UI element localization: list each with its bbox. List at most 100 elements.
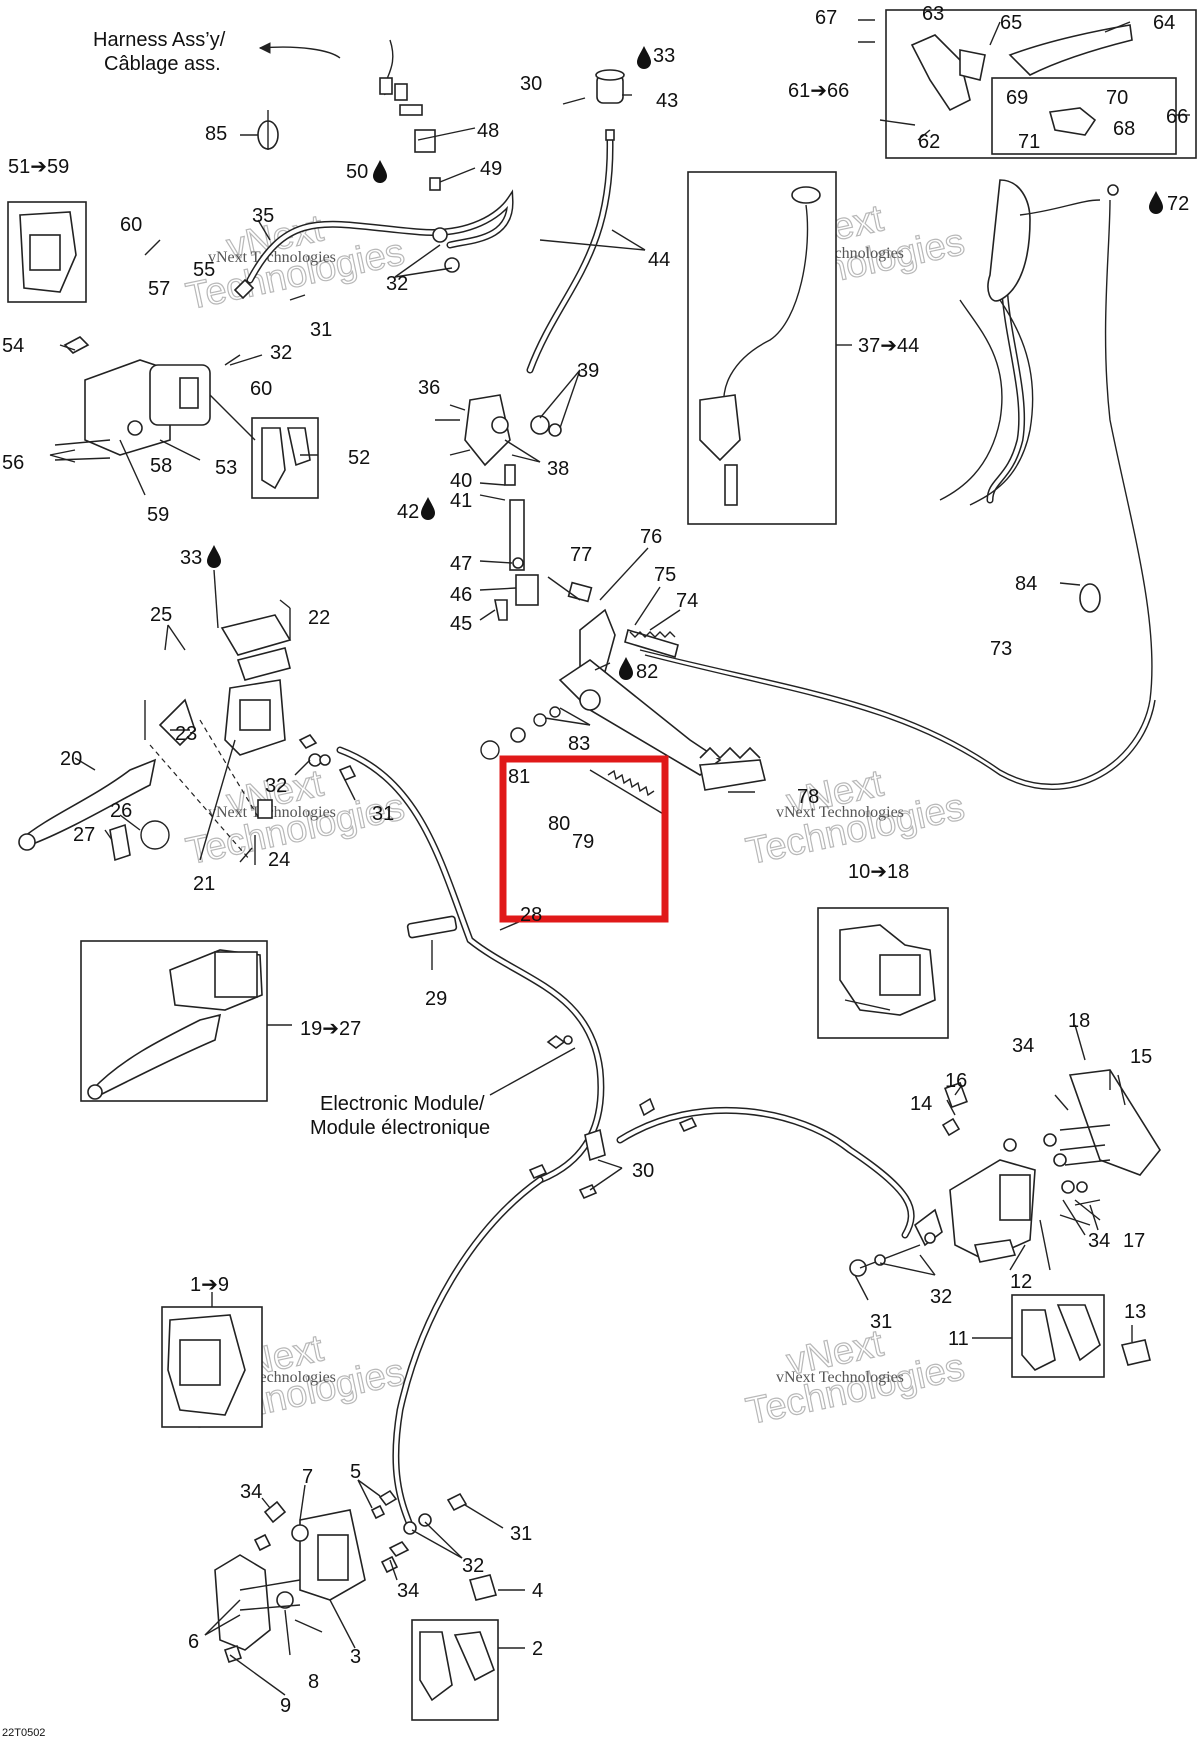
callout-64: 64 (1153, 12, 1175, 34)
callout-66: 66 (1166, 106, 1188, 128)
throttle-parking-lever-group (858, 9, 1197, 613)
watermark-text: vNext Technologies (208, 249, 336, 266)
diagram-code: 22T0502 (2, 1727, 45, 1739)
front-left-caliper-group (7, 110, 319, 499)
callout-32: 32 (270, 342, 292, 364)
oil-drop-icon (1149, 191, 1163, 214)
callout-25: 25 (150, 604, 172, 626)
callout-45: 45 (450, 613, 472, 635)
callout-41: 41 (450, 490, 472, 512)
callout-50: 50 (346, 161, 368, 183)
callout-62: 62 (918, 131, 940, 153)
callout-81: 81 (508, 766, 530, 788)
callout-19-27: 19➔27 (300, 1018, 361, 1040)
callout-18: 18 (1068, 1010, 1090, 1032)
callout-22: 22 (308, 607, 330, 629)
callout-31: 31 (372, 803, 394, 825)
oil-drop-icon (619, 657, 633, 680)
callout-31: 31 (310, 319, 332, 341)
callout-32: 32 (930, 1286, 952, 1308)
callout-32: 32 (265, 775, 287, 797)
callout-83: 83 (568, 733, 590, 755)
front-right-caliper-group (161, 1292, 525, 1721)
callout-36: 36 (418, 377, 440, 399)
callout-24: 24 (268, 849, 290, 871)
callout-76: 76 (640, 526, 662, 548)
callout-71: 71 (1018, 131, 1040, 153)
callout-34: 34 (397, 1580, 419, 1602)
callout-6: 6 (188, 1631, 199, 1653)
callout-5: 5 (350, 1461, 361, 1483)
callout-43: 43 (656, 90, 678, 112)
callout-13: 13 (1124, 1301, 1146, 1323)
callout-57: 57 (148, 278, 170, 300)
callout-48: 48 (477, 120, 499, 142)
callout-38: 38 (547, 458, 569, 480)
callout-12: 12 (1010, 1271, 1032, 1293)
callout-28: 28 (520, 904, 542, 926)
callout-34: 34 (1088, 1230, 1110, 1252)
inset-19-27 (80, 940, 292, 1102)
inset-box-37-44 (687, 171, 837, 525)
callout-70: 70 (1106, 87, 1128, 109)
callout-23: 23 (175, 723, 197, 745)
oil-drop-icon (637, 46, 651, 69)
brake-cable (639, 199, 1153, 786)
callout-79: 79 (572, 831, 594, 853)
hand-brake-master-cylinder-group (18, 569, 357, 865)
callout-68: 68 (1113, 118, 1135, 140)
callout-72: 72 (1167, 193, 1189, 215)
callout-82: 82 (636, 661, 658, 683)
callout-33: 33 (180, 547, 202, 569)
callout-42: 42 (397, 501, 419, 523)
brake-hoses (246, 39, 1026, 1529)
callout-20: 20 (60, 748, 82, 770)
rear-right-caliper-group (817, 907, 1161, 1378)
callout-67: 67 (815, 7, 837, 29)
callout-29: 29 (425, 988, 447, 1010)
callout-51-59: 51➔59 (8, 156, 69, 178)
callout-31: 31 (510, 1523, 532, 1545)
callout-61-66: 61➔66 (788, 80, 849, 102)
callout-30: 30 (632, 1160, 654, 1182)
callout-55: 55 (193, 259, 215, 281)
callout-30: 30 (520, 73, 542, 95)
callout-80: 80 (548, 813, 570, 835)
harness-label-fr: Câblage ass. (104, 53, 221, 75)
callout-numbers: 33 30 43 48 50 49 85 51➔59 60 35 44 55 3… (2, 3, 1189, 1717)
callout-1-9: 1➔9 (190, 1274, 229, 1296)
callout-84: 84 (1015, 573, 1037, 595)
callout-32: 32 (462, 1555, 484, 1577)
callout-27: 27 (73, 824, 95, 846)
watermark-text: vNext Technologies (776, 804, 904, 821)
inset-37-44 (687, 171, 852, 525)
callout-75: 75 (654, 564, 676, 586)
text-labels: Harness Ass’y/ Câblage ass. Electronic M… (2, 29, 490, 1739)
callout-59: 59 (147, 504, 169, 526)
callout-32: 32 (386, 273, 408, 295)
callout-31: 31 (870, 1311, 892, 1333)
front-master-linkage-group (379, 69, 646, 621)
callout-63: 63 (922, 3, 944, 25)
brake-pedal-group (406, 547, 766, 970)
callout-60: 60 (120, 214, 142, 236)
callout-85: 85 (205, 123, 227, 145)
watermark-text: vNext Technologies (776, 1369, 904, 1386)
callout-78: 78 (797, 786, 819, 808)
oil-drop-icons (207, 46, 1163, 680)
callout-10-18: 10➔18 (848, 861, 909, 883)
callout-16: 16 (945, 1070, 967, 1092)
callout-47: 47 (450, 553, 472, 575)
callout-17: 17 (1123, 1230, 1145, 1252)
oil-drop-icon (207, 545, 221, 568)
callout-60: 60 (250, 378, 272, 400)
callout-35: 35 (252, 205, 274, 227)
callout-44: 44 (648, 249, 670, 271)
callout-33: 33 (653, 45, 675, 67)
callout-58: 58 (150, 455, 172, 477)
module-label-en: Electronic Module/ (320, 1093, 485, 1115)
oil-drop-icon (373, 160, 387, 183)
harness-label-en: Harness Ass’y/ (93, 29, 226, 51)
callout-26: 26 (110, 800, 132, 822)
